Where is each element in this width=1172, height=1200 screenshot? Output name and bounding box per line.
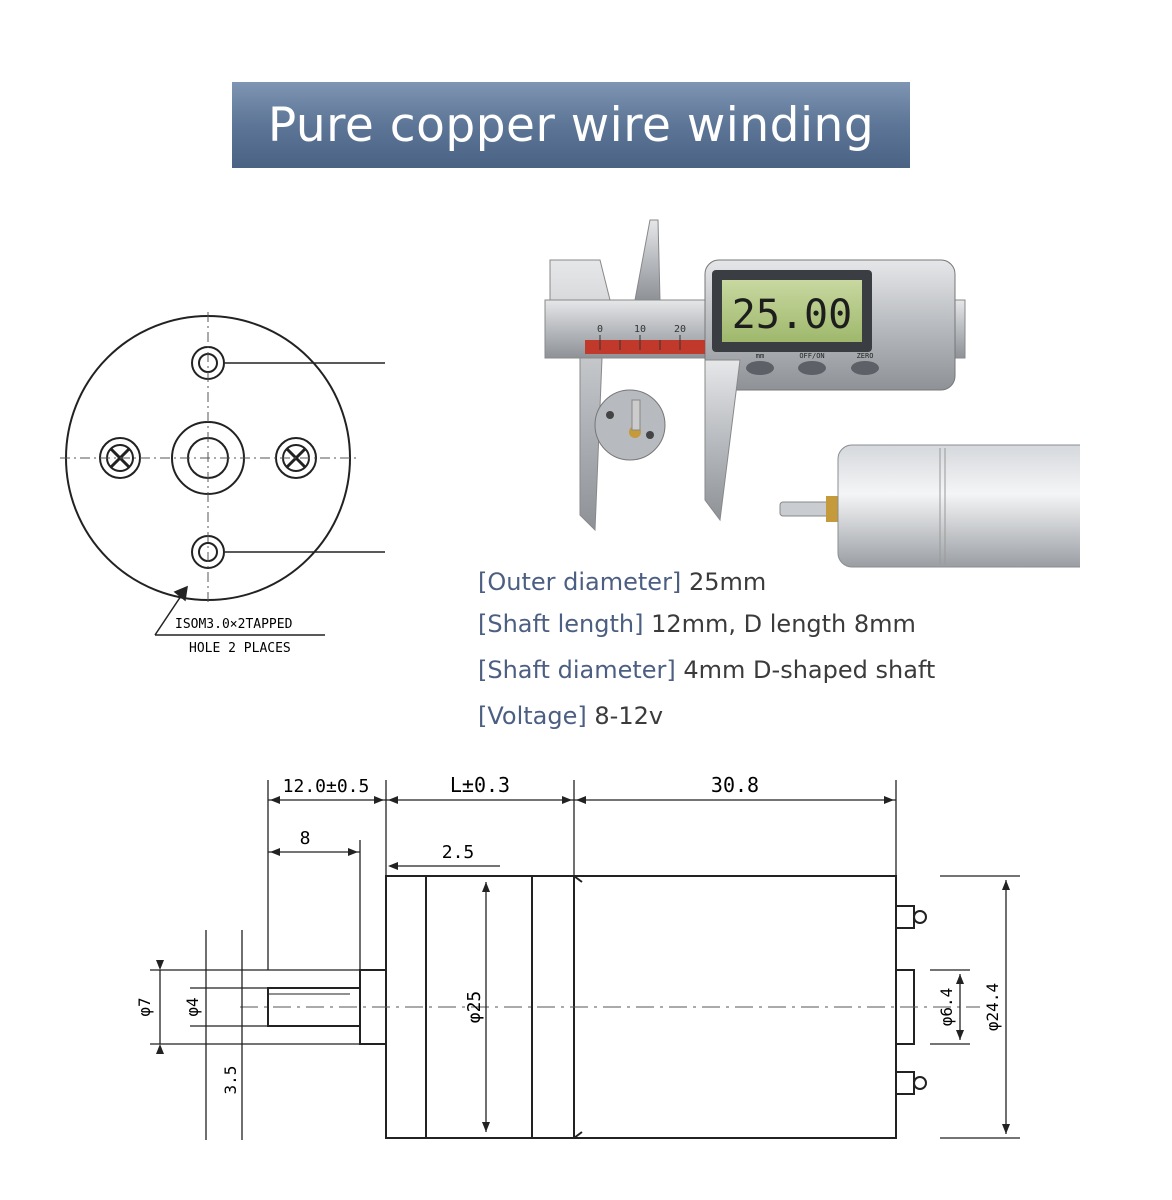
dim-shaft-length: 12.0±0.5 bbox=[283, 776, 370, 797]
front-note-line2: HOLE 2 PLACES bbox=[189, 641, 291, 656]
onoff-button bbox=[798, 361, 826, 375]
spec-shaft-length: [Shaft length] 12mm, D length 8mm bbox=[478, 610, 916, 638]
dim-body-dia: φ25 bbox=[464, 991, 485, 1024]
scale-10: 10 bbox=[634, 324, 646, 335]
spec-value: 25mm bbox=[688, 568, 767, 596]
spec-key: [Shaft diameter] bbox=[478, 656, 676, 684]
dim-d-flat: 8 bbox=[300, 828, 311, 849]
dim-rear-boss-dia: φ6.4 bbox=[937, 988, 956, 1027]
zero-button-label: ZERO bbox=[857, 352, 874, 360]
dim-boss-dia: φ7 bbox=[135, 997, 154, 1016]
dim-gearbox-length: L±0.3 bbox=[450, 773, 510, 797]
motor-end-face bbox=[594, 389, 666, 461]
spec-key: [Outer diameter] bbox=[478, 568, 682, 596]
title-banner: Pure copper wire winding bbox=[232, 82, 910, 168]
caliper-photo: 0 10 20 25.00 mm OFF/ON ZERO bbox=[544, 219, 1080, 568]
shaft-outline bbox=[267, 987, 361, 1027]
spec-outer-diameter: [Outer diameter] 25mm bbox=[478, 568, 766, 596]
spec-key: [Shaft length] bbox=[478, 610, 644, 638]
spec-shaft-diameter: [Shaft diameter] 4mm D-shaped shaft bbox=[478, 656, 935, 684]
scale-0: 0 bbox=[597, 324, 603, 335]
spec-voltage: [Voltage] 8-12v bbox=[478, 702, 663, 730]
onoff-button-label: OFF/ON bbox=[799, 352, 824, 360]
dim-motor-dia: φ24.4 bbox=[983, 983, 1002, 1031]
dim-motor-length: 30.8 bbox=[711, 773, 759, 797]
spec-value: 8-12v bbox=[594, 702, 664, 730]
gear-motor-body bbox=[837, 444, 1080, 568]
scale-20: 20 bbox=[674, 324, 686, 335]
spec-value: 12mm, D length 8mm bbox=[651, 610, 916, 638]
front-note-line1: ISOM3.0×2TAPPED bbox=[175, 617, 293, 632]
zero-button bbox=[851, 361, 879, 375]
mm-button-label: mm bbox=[756, 352, 764, 360]
side-view-drawing: 12.0±0.5 L±0.3 30.8 8 2.5 φ7 φ4 φ25 3.5 … bbox=[135, 773, 1020, 1140]
gear-motor-shaft bbox=[779, 501, 833, 517]
banner-title: Pure copper wire winding bbox=[267, 97, 875, 153]
spec-value: 4mm D-shaped shaft bbox=[683, 656, 936, 684]
dim-flange: 2.5 bbox=[442, 842, 475, 863]
caliper-lcd bbox=[722, 280, 862, 342]
caliper-fixed-jaw bbox=[549, 259, 611, 532]
dim-offset: 3.5 bbox=[221, 1066, 240, 1095]
spec-key: [Voltage] bbox=[478, 702, 587, 730]
front-view-drawing: 17 ISOM3.0×2TAPPED HOLE 2 PLACES bbox=[60, 312, 385, 656]
caliper-reading: 25.00 bbox=[732, 292, 852, 338]
dim-shaft-dia: φ4 bbox=[183, 997, 202, 1016]
mm-button bbox=[746, 361, 774, 375]
